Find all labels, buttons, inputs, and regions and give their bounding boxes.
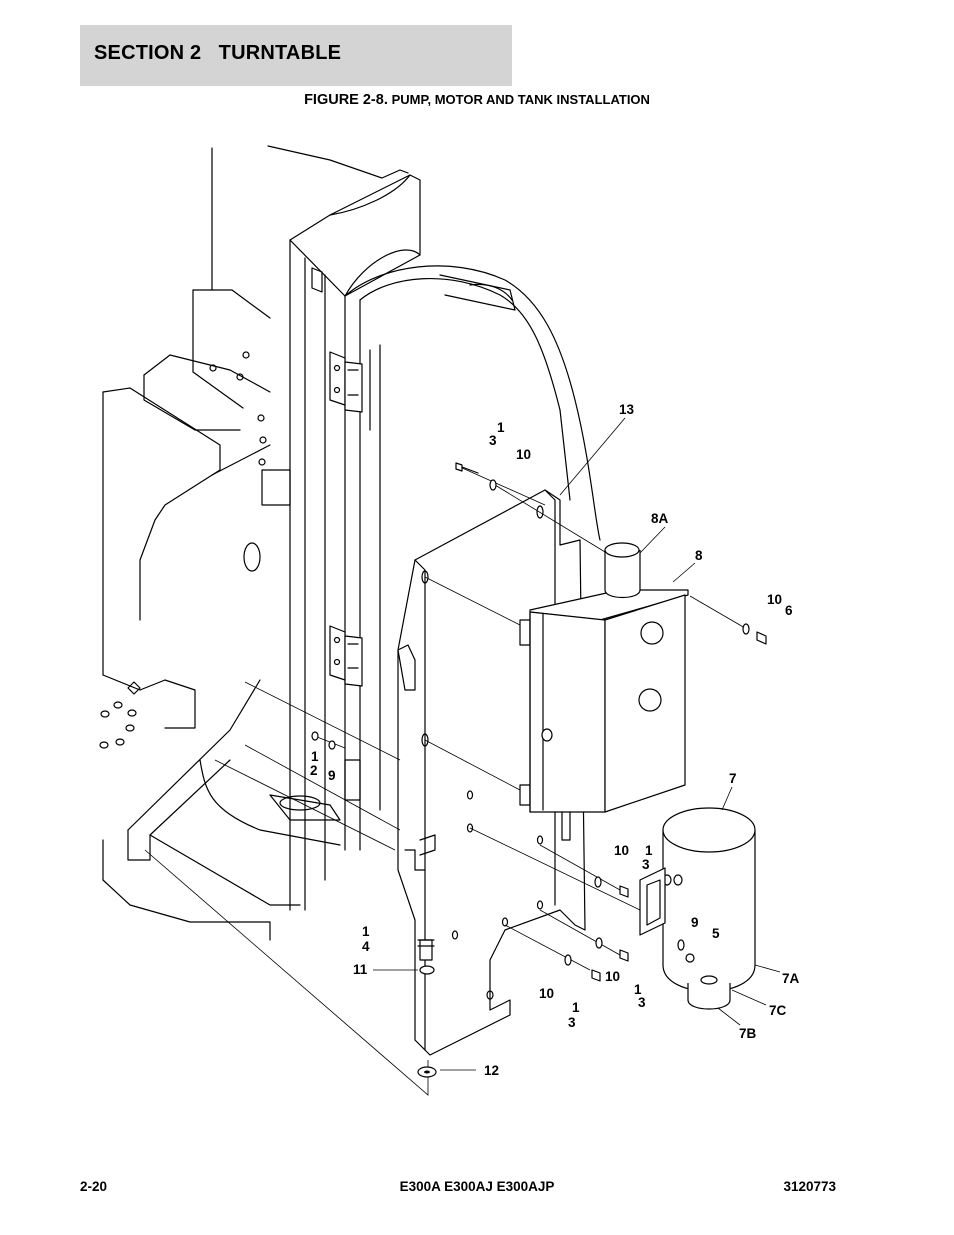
section-title: SECTION 2 TURNTABLE bbox=[94, 42, 342, 64]
callout-8: 8 bbox=[695, 548, 703, 563]
callout-3: 3 bbox=[489, 433, 497, 448]
callout-10: 10 bbox=[605, 969, 620, 984]
upright-column bbox=[269, 174, 421, 911]
figure-caption: PUMP, MOTOR AND TANK INSTALLATION bbox=[391, 92, 650, 107]
callout-4: 4 bbox=[362, 939, 370, 954]
fasteners bbox=[144, 462, 767, 1096]
callout-3: 3 bbox=[638, 995, 646, 1010]
callout-8a: 8A bbox=[651, 511, 669, 526]
page-number: 2-20 bbox=[80, 1179, 108, 1194]
model-numbers: E300A E300AJ E300AJP bbox=[399, 1179, 555, 1194]
callout-1: 1 bbox=[362, 924, 370, 939]
callout-6: 6 bbox=[785, 603, 793, 618]
callout-5: 5 bbox=[712, 926, 720, 941]
callout-1: 1 bbox=[311, 749, 319, 764]
callout-1: 1 bbox=[572, 1000, 580, 1015]
leader-lines bbox=[373, 417, 781, 1071]
callout-10: 10 bbox=[767, 592, 782, 607]
curved-shroud bbox=[344, 265, 601, 811]
figure-title: FIGURE 2-8. PUMP, MOTOR AND TANK INSTALL… bbox=[0, 92, 954, 108]
callout-7c: 7C bbox=[769, 1003, 787, 1018]
callout-7: 7 bbox=[729, 771, 737, 786]
document-number: 3120773 bbox=[783, 1179, 836, 1194]
callout-3: 3 bbox=[568, 1015, 576, 1030]
figure-number: FIGURE 2-8. bbox=[304, 92, 388, 108]
callout-3: 3 bbox=[642, 857, 650, 872]
callout-1: 1 bbox=[645, 843, 653, 858]
callout-9: 9 bbox=[328, 768, 336, 783]
control-box bbox=[529, 542, 689, 841]
callout-2: 2 bbox=[310, 763, 318, 778]
callout-10: 10 bbox=[614, 843, 629, 858]
callout-1: 1 bbox=[497, 420, 505, 435]
callout-13: 13 bbox=[619, 402, 635, 417]
callout-7b: 7B bbox=[739, 1026, 757, 1041]
callout-10: 10 bbox=[539, 986, 554, 1001]
callout-12: 12 bbox=[484, 1063, 499, 1078]
section-header-bar: SECTION 2 TURNTABLE bbox=[80, 25, 512, 86]
callout-10: 10 bbox=[516, 447, 531, 462]
callout-11: 11 bbox=[353, 962, 368, 977]
callout-labels: 13 1 3 10 8A 8 10 6 1 2 9 7 10 1 3 9 5 1… bbox=[310, 402, 800, 1078]
callout-9: 9 bbox=[691, 915, 699, 930]
bearing-holes bbox=[99, 681, 141, 749]
callout-1: 1 bbox=[634, 982, 642, 997]
callout-7a: 7A bbox=[782, 971, 800, 986]
hydraulic-tank bbox=[639, 807, 756, 1010]
